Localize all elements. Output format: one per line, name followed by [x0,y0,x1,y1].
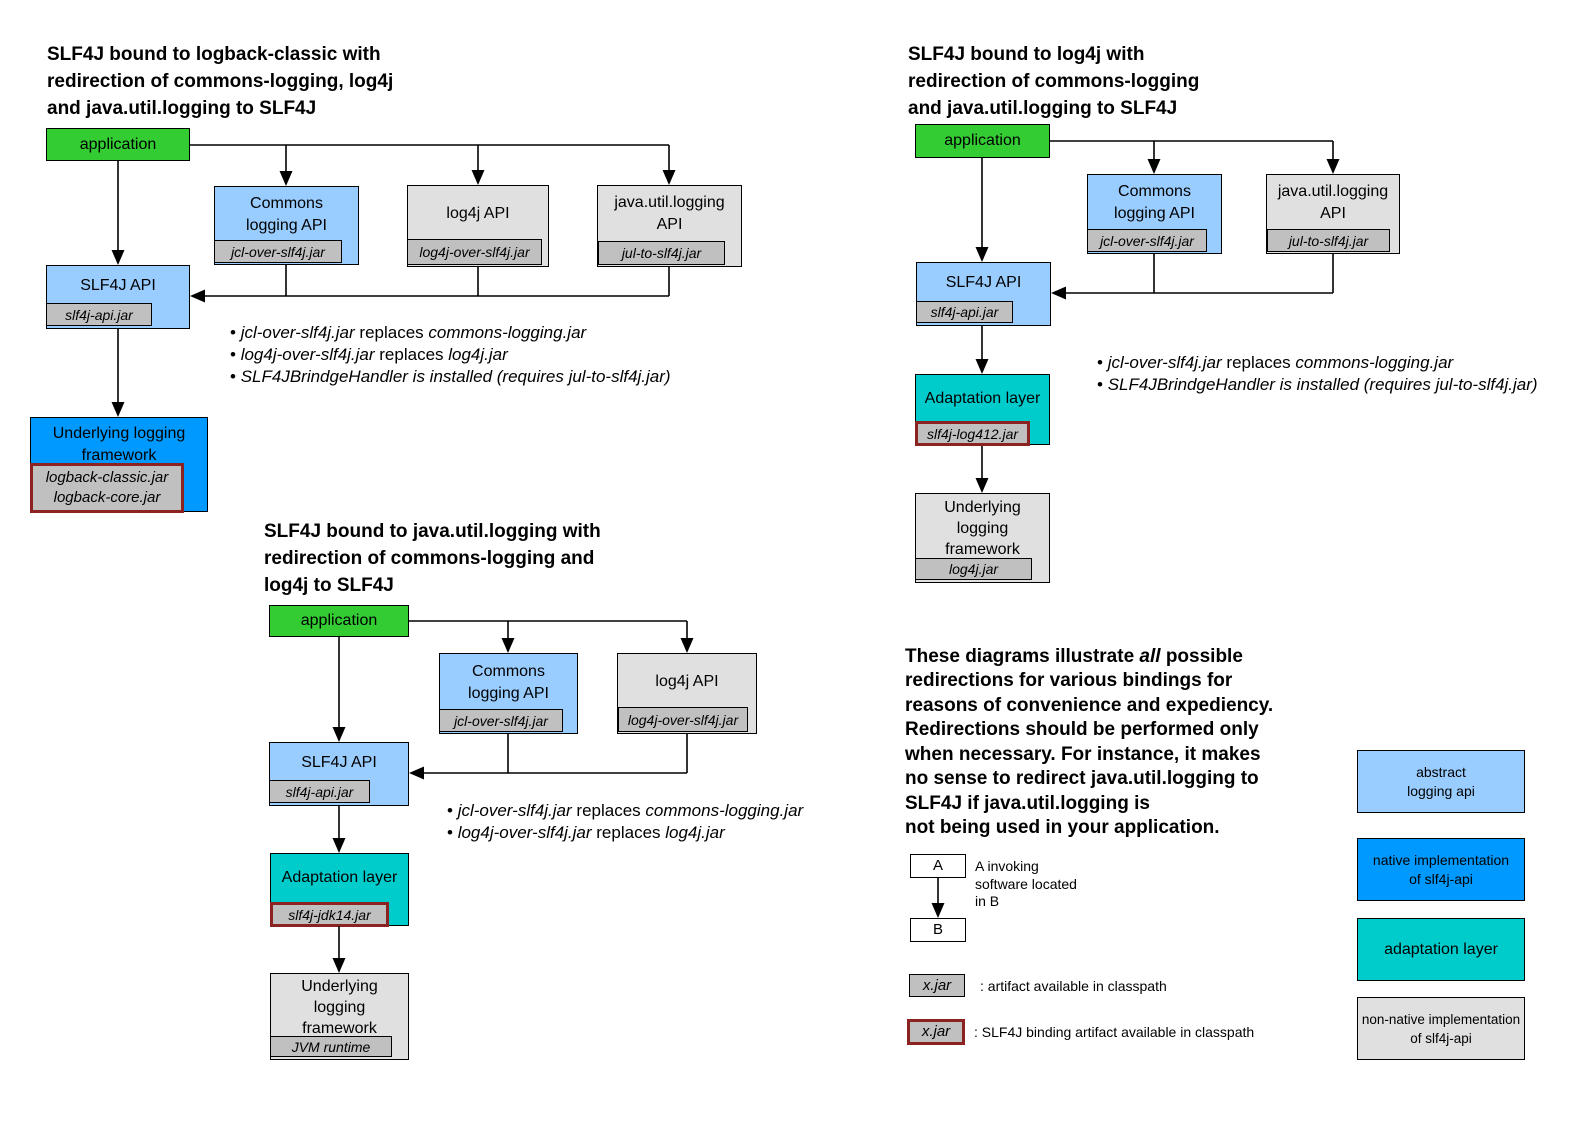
d3-log4j-over-slf4j-jar-tag: log4j-over-slf4j.jar [618,707,748,732]
d3-adaptation-layer-label: Adaptation layer [281,869,398,886]
diagram1-title: SLF4J bound to logback-classic with redi… [47,44,394,119]
d2-jcl-over-slf4j-jar-tag: jcl-over-slf4j.jar [1087,229,1207,252]
d1-bullet-1: jcl-over-slf4j.jar replaces commons-logg… [230,322,671,344]
diagram2-title: SLF4J bound to log4j with redirection of… [908,44,1200,119]
d3-commons-logging-api-label: Commons logging API [468,663,549,702]
note-emphasis: all [1139,645,1161,667]
legend-abstract-logging-api: abstract logging api [1357,750,1525,813]
d1-java-util-logging-api-box: java.util.logging API jul-to-slf4j.jar [597,185,742,267]
d3-underlying-framework-label: Underlying logging framework [301,978,378,1037]
d3-application-box: application [269,605,409,637]
d1-slf4j-api-jar-tag: slf4j-api.jar [46,303,152,326]
d2-adaptation-layer-box: Adaptation layer slf4j-log412.jar [915,374,1050,446]
legend-native-implementation: native implementation of slf4j-api [1357,838,1525,901]
legend-adaptation-layer: adaptation layer [1357,918,1525,981]
d1-bullet-3: SLF4JBrindgeHandler is installed (requir… [230,366,671,388]
d2-commons-logging-api-box: Commons logging API jcl-over-slf4j.jar [1087,174,1222,254]
d1-log4j-api-label: log4j API [446,205,510,222]
legend-a-box: A [910,854,966,878]
d3-slf4j-api-box: SLF4J API slf4j-api.jar [269,742,409,806]
d2-underlying-framework-box: Underlying logging framework log4j.jar [915,493,1050,583]
legend-non-native-implementation: non-native implementation of slf4j-api [1357,997,1525,1060]
legend-b-box: B [910,918,966,942]
d2-java-util-logging-api-label: java.util.logging API [1277,183,1389,222]
d2-application-label: application [944,132,1021,149]
d2-bullet-1: jcl-over-slf4j.jar replaces commons-logg… [1097,352,1538,374]
d3-application-label: application [300,612,378,629]
d2-application-box: application [915,124,1050,158]
d2-commons-logging-api-label: Commons logging API [1114,183,1195,222]
d3-jvm-runtime-tag: JVM runtime [270,1036,392,1057]
d2-adaptation-layer-label: Adaptation layer [924,390,1041,407]
d1-underlying-framework-box: Underlying logging framework logback-cla… [30,417,208,513]
d2-log4j-jar-tag: log4j.jar [915,558,1032,580]
legend-xjar-binding-box: x.jar [907,1019,965,1045]
d3-underlying-framework-box: Underlying logging framework JVM runtime [270,973,409,1060]
d1-application-box: application [46,128,190,161]
d3-bullet-1: jcl-over-slf4j.jar replaces commons-logg… [447,800,804,822]
d1-commons-logging-api-label: Commons logging API [246,195,327,234]
d1-log4j-api-box: log4j API log4j-over-slf4j.jar [407,185,549,267]
d3-commons-logging-api-box: Commons logging API jcl-over-slf4j.jar [439,653,578,734]
d2-slf4j-api-box: SLF4J API slf4j-api.jar [916,262,1051,326]
d1-log4j-over-slf4j-jar-tag: log4j-over-slf4j.jar [407,239,542,265]
d3-adaptation-layer-box: Adaptation layer slf4j-jdk14.jar [270,853,409,927]
d2-bullet-2: SLF4JBrindgeHandler is installed (requir… [1097,374,1538,396]
d2-underlying-framework-label: Underlying logging framework [944,499,1021,558]
d1-slf4j-api-label: SLF4J API [80,277,156,294]
d1-bullet-2: log4j-over-slf4j.jar replaces log4j.jar [230,344,671,366]
d1-underlying-framework-label: Underlying logging framework [52,425,186,464]
legend-artifact-text: : artifact available in classpath [980,978,1167,994]
d3-log4j-api-box: log4j API log4j-over-slf4j.jar [617,653,757,734]
diagram3-title: SLF4J bound to java.util.logging with re… [264,521,601,596]
legend-a-to-b-arrow [931,878,945,918]
d2-bullet-notes: jcl-over-slf4j.jar replaces commons-logg… [1097,352,1538,396]
d3-bullet-2: log4j-over-slf4j.jar replaces log4j.jar [447,822,803,844]
d3-log4j-api-label: log4j API [655,673,719,690]
d1-bullet-notes: jcl-over-slf4j.jar replaces commons-logg… [230,322,671,388]
d1-jcl-over-slf4j-jar-tag: jcl-over-slf4j.jar [214,240,342,263]
d2-slf4j-api-label: SLF4J API [945,274,1022,291]
legend-binding-text: : SLF4J binding artifact available in cl… [974,1024,1255,1040]
d2-slf4j-log412-jar-tag: slf4j-log412.jar [915,421,1030,446]
d2-java-util-logging-api-box: java.util.logging API jul-to-slf4j.jar [1266,174,1400,254]
d3-jcl-over-slf4j-jar-tag: jcl-over-slf4j.jar [439,709,563,732]
d1-slf4j-api-box: SLF4J API slf4j-api.jar [46,265,190,329]
d3-slf4j-jdk14-jar-tag: slf4j-jdk14.jar [270,902,389,927]
d3-slf4j-api-jar-tag: slf4j-api.jar [269,780,370,803]
d1-jul-to-slf4j-jar-tag: jul-to-slf4j.jar [598,241,725,265]
d3-bullet-notes: jcl-over-slf4j.jar replaces commons-logg… [447,800,804,844]
d1-java-util-logging-api-label: java.util.logging API [614,194,725,233]
d2-jul-to-slf4j-jar-tag: jul-to-slf4j.jar [1267,229,1390,252]
d1-commons-logging-api-box: Commons logging API jcl-over-slf4j.jar [214,186,359,265]
d3-slf4j-api-label: SLF4J API [301,754,377,771]
d1-logback-jars-tag: logback-classic.jar logback-core.jar [30,463,184,513]
d2-slf4j-api-jar-tag: slf4j-api.jar [916,301,1013,323]
note-paragraph: These diagrams illustrate all possible r… [905,645,1274,839]
legend-ab-text: A invoking software located in B [975,858,1077,909]
d1-application-label: application [79,135,157,153]
legend-xjar-artifact-box: x.jar [909,974,965,997]
